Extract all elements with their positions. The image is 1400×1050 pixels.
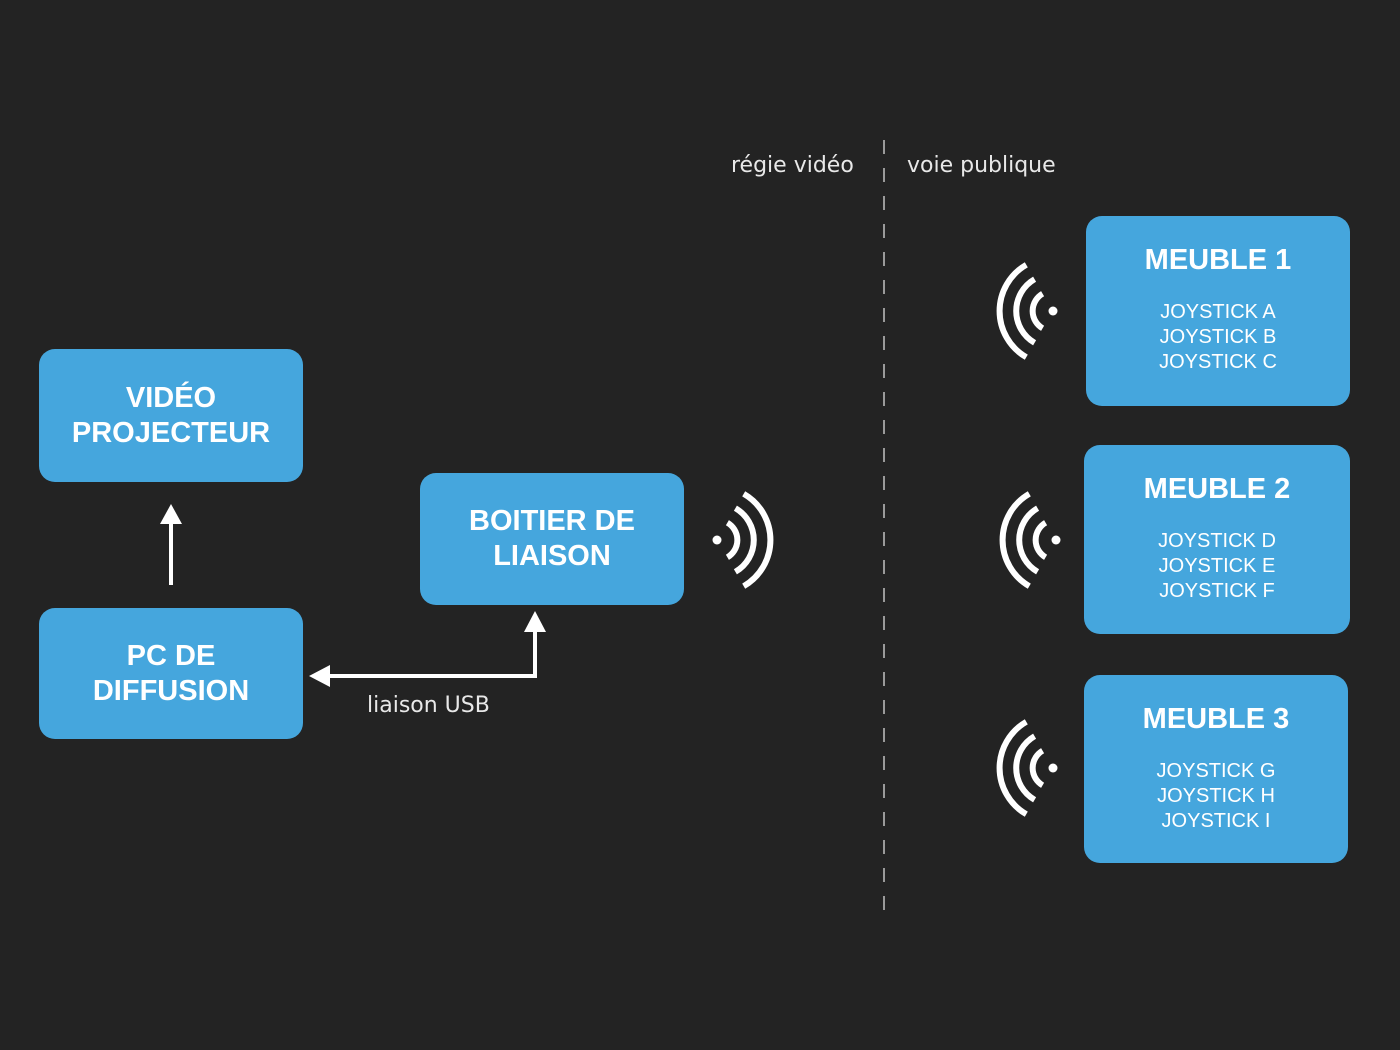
joystick-item: JOYSTICK B bbox=[1159, 326, 1277, 348]
joystick-item: JOYSTICK D bbox=[1158, 530, 1276, 552]
joystick-item: JOYSTICK A bbox=[1160, 301, 1276, 323]
zone-label-voie-publique: voie publique bbox=[907, 153, 1056, 178]
node-boitier-liaison-line1: BOITIER DE bbox=[469, 505, 635, 537]
joystick-item: JOYSTICK F bbox=[1159, 580, 1275, 602]
joystick-item: JOYSTICK H bbox=[1157, 785, 1275, 807]
node-boitier-liaison-line2: LIAISON bbox=[493, 540, 611, 572]
node-pc-diffusion-line1: PC DE bbox=[126, 639, 216, 672]
node-boitier-liaison: BOITIER DE LIAISON bbox=[420, 473, 684, 605]
meuble-title: MEUBLE 3 bbox=[1142, 703, 1290, 735]
zone-label-regie: régie vidéo bbox=[731, 153, 854, 178]
wifi-icon bbox=[996, 262, 1058, 360]
joystick-item: JOYSTICK E bbox=[1158, 555, 1276, 577]
node-meuble-2: MEUBLE 2 JOYSTICK D JOYSTICK E JOYSTICK … bbox=[1084, 445, 1350, 634]
node-video-projecteur-line2: PROJECTEUR bbox=[71, 416, 271, 449]
node-video-projecteur: VIDÉO PROJECTEUR bbox=[39, 349, 303, 482]
wifi-icon bbox=[996, 719, 1058, 817]
meuble-title: MEUBLE 1 bbox=[1144, 244, 1292, 276]
arrow-usb-link bbox=[309, 611, 546, 687]
wifi-icon bbox=[712, 491, 774, 589]
joystick-item: JOYSTICK C bbox=[1159, 351, 1277, 373]
joystick-item: JOYSTICK G bbox=[1156, 760, 1276, 782]
joystick-list: JOYSTICK A JOYSTICK B JOYSTICK C bbox=[1159, 300, 1277, 375]
meuble-title: MEUBLE 2 bbox=[1143, 473, 1291, 505]
arrow-pc-to-projector bbox=[160, 504, 182, 585]
joystick-list: JOYSTICK D JOYSTICK E JOYSTICK F bbox=[1158, 529, 1276, 604]
node-meuble-3: MEUBLE 3 JOYSTICK G JOYSTICK H JOYSTICK … bbox=[1084, 675, 1348, 863]
joystick-list: JOYSTICK G JOYSTICK H JOYSTICK I bbox=[1157, 759, 1276, 834]
edge-label-usb: liaison USB bbox=[367, 693, 490, 718]
node-video-projecteur-line1: VIDÉO bbox=[125, 381, 217, 414]
node-pc-diffusion: PC DE DIFFUSION bbox=[39, 608, 303, 739]
node-meuble-1: MEUBLE 1 JOYSTICK A JOYSTICK B JOYSTICK … bbox=[1086, 216, 1350, 406]
wifi-icon bbox=[999, 491, 1061, 589]
node-pc-diffusion-line2: DIFFUSION bbox=[92, 674, 250, 707]
joystick-item: JOYSTICK I bbox=[1161, 810, 1271, 832]
